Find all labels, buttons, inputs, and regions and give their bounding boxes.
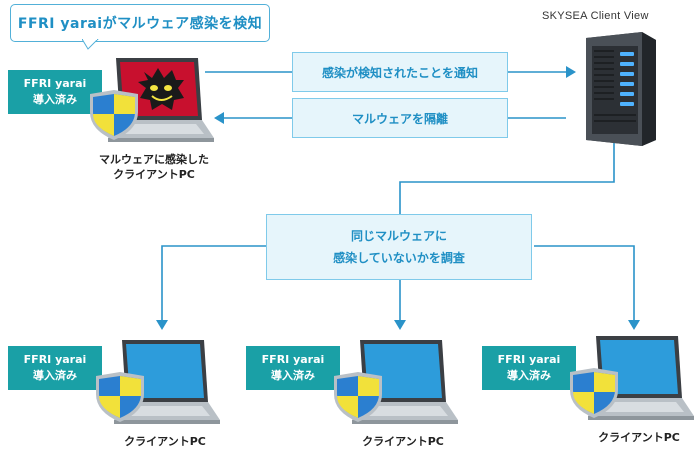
client-pc-caption: クライアントPC — [362, 435, 444, 448]
investigate-message: 同じマルウェアに 感染していないかを調査 — [266, 214, 532, 280]
tag-line2: 導入済み — [271, 369, 315, 382]
isolate-arrowhead — [214, 112, 224, 124]
tag-line1: FFRI yarai — [497, 353, 561, 366]
shield-icon — [570, 368, 618, 418]
infected-caption-line1: マルウェアに感染した — [99, 153, 209, 166]
branch-right-line — [534, 245, 635, 322]
investigate-line1: 同じマルウェアに — [350, 229, 447, 243]
notify-message: 感染が検知されたことを通知 — [292, 52, 508, 92]
yarai-installed-tag: FFRI yarai 導入済み — [8, 70, 102, 114]
infected-pc-caption: マルウェアに感染した クライアントPC — [90, 152, 218, 182]
infected-caption-line2: クライアントPC — [113, 168, 195, 181]
shield-icon — [96, 372, 144, 422]
investigate-line2: 感染していないかを調査 — [333, 251, 465, 265]
tag-line2: 導入済み — [33, 369, 77, 382]
tag-line1: FFRI yarai — [23, 77, 87, 90]
server-label: SKYSEA Client View — [542, 10, 649, 22]
client-laptop-icon — [570, 336, 694, 420]
isolate-message: マルウェアを隔離 — [292, 98, 508, 138]
shield-icon — [334, 372, 382, 422]
shield-icon — [90, 90, 138, 140]
server-down-line — [399, 143, 615, 214]
arrowhead-left — [156, 320, 168, 330]
infected-laptop-icon — [90, 58, 214, 142]
arrowhead-center — [394, 320, 406, 330]
arrowhead-right — [628, 320, 640, 330]
yarai-installed-tag: FFRI yarai 導入済み — [8, 346, 102, 390]
client-pc-caption: クライアントPC — [598, 431, 680, 444]
notify-arrowhead — [566, 66, 576, 78]
client-pc-caption: クライアントPC — [124, 435, 206, 448]
tag-line2: 導入済み — [33, 93, 77, 106]
yarai-installed-tag: FFRI yarai 導入済み — [482, 346, 576, 390]
tag-line2: 導入済み — [507, 369, 551, 382]
detection-callout: FFRI yaraiがマルウェア感染を検知 — [10, 4, 270, 42]
callout-pointer — [82, 39, 99, 50]
malware-face-icon — [138, 68, 184, 110]
server-icon — [586, 32, 656, 146]
client-laptop-icon — [96, 340, 220, 424]
client-laptop-icon — [334, 340, 458, 424]
tag-line1: FFRI yarai — [23, 353, 87, 366]
yarai-installed-tag: FFRI yarai 導入済み — [246, 346, 340, 390]
tag-line1: FFRI yarai — [261, 353, 325, 366]
branch-left-line — [161, 245, 266, 322]
